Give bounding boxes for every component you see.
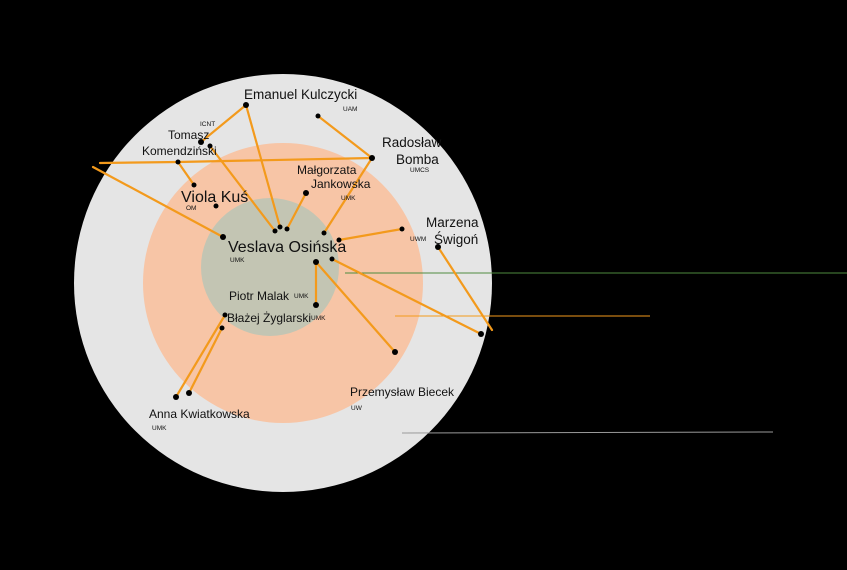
aff-swigon: UWM [410,236,426,243]
name-swigon-first: Marzena [426,215,479,230]
connector [285,191,308,231]
node [191,182,197,188]
node [329,256,335,262]
node-jankowska [303,190,309,196]
aff-zyglarski: UMK [311,315,326,322]
name-biecek: Przemysław Biecek [350,385,455,399]
node [399,226,405,232]
node [321,230,327,236]
name-komendzinski-last: Komendziński [142,144,217,158]
connectors [91,103,494,399]
node-kus [213,203,219,209]
connector [174,313,227,399]
name-malak: Piotr Malak [229,289,290,303]
name-jankowska-first: Małgorzata [297,163,357,177]
labels: Emanuel Kulczycki UAM ICNT Tomasz Komend… [142,87,479,432]
name-zyglarski: Błażej Żyglarski [227,311,311,325]
node [175,159,181,165]
connector [337,227,404,242]
inner-circle [201,198,339,336]
node [284,226,290,232]
node [478,331,484,337]
connector [91,165,225,239]
grey-line [401,431,774,434]
connector [244,103,282,229]
connector [176,156,374,164]
node [277,224,283,230]
node [198,139,204,145]
node [222,312,228,318]
name-kulczycki: Emanuel Kulczycki [244,87,357,102]
node-bomba [369,155,375,161]
name-kwiatkowska: Anna Kwiatkowska [149,407,250,421]
aff-kwiatkowska: UMK [152,425,167,432]
aff-osinska: UMK [230,257,245,264]
aff-biecek: UW [351,405,363,412]
name-komendzinski-first: Tomasz [168,128,209,142]
connector [314,260,397,354]
connector [187,326,224,395]
node-zyglarski [219,325,225,331]
aff-jankowska: UMK [341,195,356,202]
connector [316,114,374,160]
name-bomba-first: Radosław [382,135,442,150]
name-swigon-last: Świgoń [434,232,478,247]
aff-komendzinski: ICNT [200,121,215,128]
connector [330,257,483,336]
aff-kulczycki: UAM [343,106,357,113]
name-kus: Viola Kuś [181,189,248,206]
node-biecek [392,349,398,355]
node-kwiatkowska [173,394,179,400]
node-malak [313,302,319,308]
name-jankowska-last: Jankowska [311,177,371,191]
nodes [173,102,484,400]
connector [176,160,196,187]
name-osinska: Veslava Osińska [228,239,346,256]
node [272,228,278,234]
node-swigon [435,244,441,250]
node-kulczycki [243,102,249,108]
node [336,237,342,243]
aff-kus: OM [186,205,196,212]
node-komendzinski [207,143,213,149]
node [186,390,192,396]
connector [436,245,494,332]
connector [199,103,248,144]
aff-malak: UMK [294,293,309,300]
name-bomba-last: Bomba [396,152,439,167]
connector [98,160,180,165]
connector [322,156,374,235]
node-osinska [220,234,226,240]
node [315,113,321,119]
node [313,259,319,265]
aff-bomba: UMCS [410,167,430,174]
